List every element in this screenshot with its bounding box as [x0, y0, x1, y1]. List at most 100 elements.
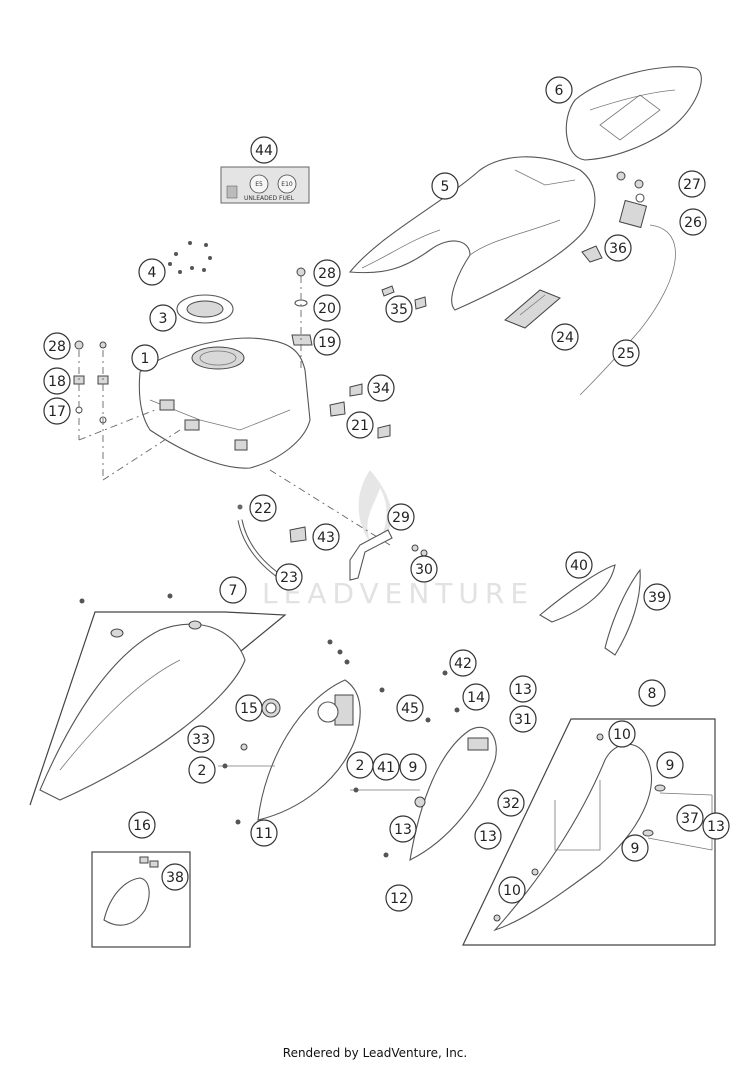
watermark-text: LEADVENTURE [262, 577, 534, 610]
callout-c28a: 28 [313, 259, 341, 287]
callout-label: 19 [318, 335, 336, 351]
callout-c36: 36 [604, 234, 632, 262]
callout-label: 11 [255, 826, 273, 842]
rear-side-cover [462, 718, 716, 946]
callout-label: 20 [318, 301, 336, 317]
callout-label: 24 [556, 330, 574, 346]
callout-label: 35 [390, 302, 408, 318]
callout-c1: 1 [131, 344, 159, 372]
callout-c3: 3 [149, 304, 177, 332]
tool-pouch [504, 289, 561, 329]
cover-screws [218, 743, 275, 825]
callout-c20: 20 [313, 294, 341, 322]
callout-label: 10 [613, 727, 631, 743]
assembly-line [269, 469, 391, 546]
callout-label: 36 [609, 241, 627, 257]
callout-label: 1 [141, 351, 150, 367]
callout-c9c: 9 [621, 834, 649, 862]
callout-c18: 18 [43, 367, 71, 395]
seat-buffer [414, 296, 427, 310]
callout-label: 17 [48, 404, 66, 420]
callout-c7: 7 [219, 576, 247, 604]
callout-c29: 29 [387, 503, 415, 531]
callout-c10a: 10 [608, 720, 636, 748]
fuel-pump-icon [226, 185, 238, 199]
tank-bracket [349, 529, 428, 581]
nut-clip-a [329, 401, 346, 417]
callout-label: 5 [441, 179, 450, 195]
callout-label: 44 [255, 143, 273, 159]
callout-label: 41 [377, 760, 395, 776]
seat-lock-assembly [579, 171, 676, 396]
detail-frame [91, 851, 191, 948]
callout-c19: 19 [313, 328, 341, 356]
callout-label: 10 [503, 883, 521, 899]
callout-label: 42 [454, 656, 472, 672]
callout-c38: 38 [161, 863, 189, 891]
inner-cover [257, 639, 385, 834]
callout-label: 9 [409, 760, 418, 776]
side-stickers [539, 564, 641, 656]
callout-label: 3 [159, 311, 168, 327]
callout-c41: 41 [372, 753, 400, 781]
callout-label: 40 [570, 558, 588, 574]
callout-label: 15 [240, 701, 258, 717]
seat-clip [381, 285, 395, 297]
callout-c45: 45 [396, 694, 424, 722]
callout-c9a: 9 [399, 753, 427, 781]
callout-label: 13 [394, 822, 412, 838]
callout-c43: 43 [312, 523, 340, 551]
callout-label: 13 [514, 682, 532, 698]
callout-c5: 5 [431, 172, 459, 200]
callout-c13d: 13 [702, 812, 730, 840]
callout-c13b: 13 [389, 815, 417, 843]
callout-label: 6 [555, 83, 564, 99]
callout-label: 43 [317, 530, 335, 546]
callout-label: 13 [479, 829, 497, 845]
callout-label: 34 [372, 381, 390, 397]
callout-label: 45 [401, 701, 419, 717]
callout-label: 4 [148, 265, 157, 281]
callout-c33: 33 [187, 725, 215, 753]
callout-c26: 26 [679, 208, 707, 236]
callout-c10b: 10 [498, 876, 526, 904]
rear-seat [565, 66, 702, 161]
callout-label: 33 [192, 732, 210, 748]
callout-c23: 23 [275, 563, 303, 591]
callout-label: 21 [351, 418, 369, 434]
callout-c37: 37 [676, 804, 704, 832]
callout-c2a: 2 [188, 756, 216, 784]
unleaded-fuel-text: UNLEADED FUEL [244, 195, 295, 202]
fuel-label-sticker: E5 E10 UNLEADED FUEL [220, 166, 310, 204]
callout-label: 31 [514, 712, 532, 728]
callout-label: 8 [648, 686, 657, 702]
callout-label: 2 [198, 763, 207, 779]
front-spoiler [29, 593, 287, 806]
callout-label: 12 [390, 891, 408, 907]
callout-c8: 8 [638, 679, 666, 707]
callout-label: 29 [392, 510, 410, 526]
callout-label: 28 [48, 339, 66, 355]
callout-c11: 11 [250, 819, 278, 847]
callout-label: 23 [280, 570, 298, 586]
callout-label: 39 [648, 590, 666, 606]
callout-c22: 22 [249, 494, 277, 522]
callout-c35: 35 [385, 295, 413, 323]
callout-label: 30 [415, 562, 433, 578]
callout-c30: 30 [410, 555, 438, 583]
callout-c13c: 13 [474, 822, 502, 850]
e5-badge: E5 [255, 181, 263, 188]
callout-label: 32 [502, 796, 520, 812]
callout-c14: 14 [462, 683, 490, 711]
callout-c9b: 9 [656, 751, 684, 779]
callout-c32: 32 [497, 789, 525, 817]
tank-fasteners-left [73, 340, 181, 481]
callout-c42: 42 [449, 649, 477, 677]
callout-c2b: 2 [346, 751, 374, 779]
callout-c31: 31 [509, 705, 537, 733]
callout-label: 25 [617, 346, 635, 362]
callout-c44: 44 [250, 136, 278, 164]
callout-label: 27 [683, 177, 701, 193]
rubber-clip [349, 383, 363, 397]
